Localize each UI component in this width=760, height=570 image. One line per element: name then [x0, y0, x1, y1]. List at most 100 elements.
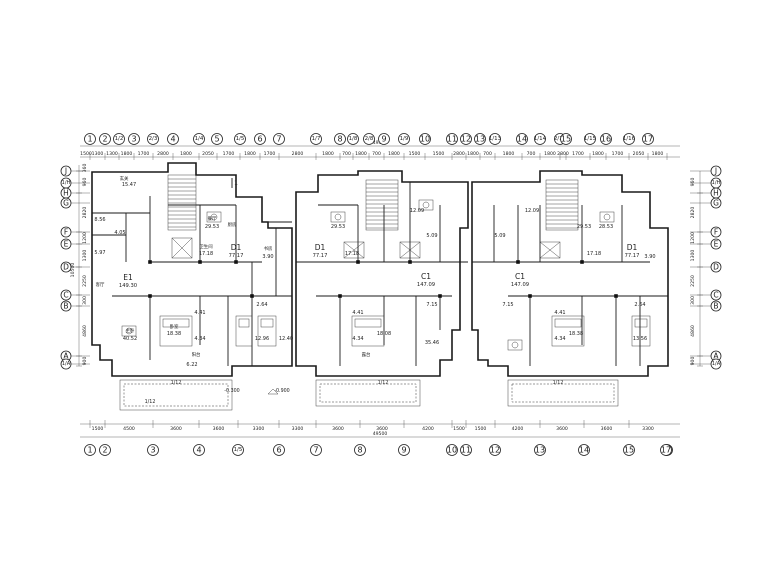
axis-bubble-top-label: 1/9	[400, 136, 409, 142]
table-chair	[125, 327, 133, 335]
unit-area: 147.09	[511, 282, 529, 288]
dim-top-value: 1300	[92, 151, 104, 157]
dim-top-value: 1800	[121, 151, 133, 157]
room-area: 4.41	[352, 310, 363, 316]
room-area: 40.52	[123, 336, 137, 342]
structural-column	[234, 260, 238, 264]
axis-bubble-bottom	[446, 444, 458, 456]
dim-bottom-value: 4200	[422, 426, 434, 432]
axis-bubble-right-label: E	[714, 240, 719, 249]
axis-bubble-bottom-label: 2	[102, 446, 107, 455]
axis-bubble-top-label: 13	[475, 135, 485, 144]
dim-top-value: 1700	[264, 151, 276, 157]
axis-bubble-right-label: A	[713, 352, 719, 361]
axis-bubble-top-label: 1/13	[489, 136, 502, 142]
axis-bubble-top-label: 1/2	[115, 136, 124, 142]
axis-bubble-right	[710, 238, 722, 250]
axis-bubble-top-label: 2/3	[149, 136, 158, 142]
axis-bubble-right	[710, 165, 722, 177]
dim-right-value: 1200	[690, 232, 696, 244]
room-area: 12.96	[255, 336, 269, 342]
axis-bubble-bottom-label: 3	[150, 446, 155, 455]
axis-bubble-top-label: 16	[601, 135, 611, 144]
dim-top-value: 1800	[322, 151, 334, 157]
axis-bubble-bottom-label: 10	[447, 446, 457, 455]
dim-bottom-value: 3600	[376, 426, 388, 432]
axis-bubble-left	[60, 165, 72, 177]
axis-bubble-right	[710, 300, 722, 312]
axis-bubble-top	[419, 133, 431, 145]
axis-bubble-bottom	[147, 444, 159, 456]
axis-bubble-left-label: G	[63, 199, 69, 208]
room-name: 卫生间	[199, 243, 212, 250]
room-area: 6.22	[186, 362, 197, 368]
room-area: 4.34	[554, 336, 565, 342]
axis-bubble-left	[60, 289, 72, 301]
axis-bubble-top	[460, 133, 472, 145]
axis-bubble-right	[710, 289, 722, 301]
room-area: 17.18	[587, 251, 601, 257]
room-name: 主卧	[126, 327, 135, 334]
dim-top-value: 1300	[106, 151, 118, 157]
room-area: 3.90	[262, 254, 273, 260]
axis-bubble-right-label: 1/A	[712, 361, 721, 367]
axis-bubble-right	[710, 358, 722, 370]
axis-bubble-top	[193, 133, 205, 145]
axis-bubble-top-label: 17	[643, 135, 653, 144]
pillow	[554, 318, 582, 328]
entrance-ramp	[123, 383, 229, 407]
room-area: 18.38	[167, 331, 181, 337]
room-area: 15.47	[122, 182, 136, 188]
dim-bottom-value: 3600	[556, 426, 568, 432]
axis-bubble-top-label: 4	[170, 135, 175, 144]
axis-bubble-top-label: 1/16	[623, 136, 636, 142]
axis-bubble-bottom-label: 11	[461, 446, 471, 455]
room-labels: E1149.30D177.17D177.17C1147.09C1147.09D1…	[94, 175, 655, 405]
elevator-shaft	[343, 241, 365, 259]
elevation-mark: -0.300	[224, 388, 239, 394]
dim-top-value: 1800	[467, 151, 479, 157]
unit-name: D1	[315, 243, 326, 252]
room-area: 18.38	[569, 331, 583, 337]
exterior-wall	[91, 162, 293, 377]
entrance-ramp	[319, 383, 417, 403]
axis-bubble-left-label: J	[64, 167, 67, 176]
entrance-ramp	[511, 383, 615, 403]
dim-top-value: 1800	[244, 151, 256, 157]
elevator-cross	[539, 241, 561, 259]
dim-top-value: 2800	[453, 151, 465, 157]
axis-bubble-right-label: H	[713, 189, 719, 198]
axis-bubble-bottom-label: 12	[490, 446, 500, 455]
axis-bubble-bottom	[578, 444, 590, 456]
dim-left-value: 4860	[82, 325, 88, 337]
dim-top-value: 1500	[409, 151, 421, 157]
room-area: 2.64	[256, 302, 267, 308]
room-area: 5.09	[494, 233, 505, 239]
dim-bottom-value: 4200	[512, 426, 524, 432]
axis-bubble-right-label: C	[713, 291, 718, 300]
room-area: 4.05	[114, 230, 125, 236]
axis-bubble-left	[60, 358, 72, 370]
axis-bubble-top	[398, 133, 410, 145]
axis-bubble-bottom-label: 4	[196, 446, 201, 455]
stair-core	[167, 174, 197, 231]
dim-bottom-value: 3600	[170, 426, 182, 432]
room-area: 5.97	[94, 250, 105, 256]
room-area: 29.53	[577, 224, 591, 230]
entrance-platform	[315, 379, 421, 407]
pillow	[162, 318, 190, 328]
dining-table	[599, 211, 615, 223]
dim-bottom-total: 49500	[373, 431, 388, 437]
axis-bubble-top-label: 14	[517, 135, 527, 144]
axis-bubble-top-label: 1/8	[349, 136, 358, 142]
bed	[631, 315, 651, 347]
structural-column	[528, 294, 532, 298]
dim-top-value: 1700	[138, 151, 150, 157]
room-name: 书房	[264, 245, 273, 252]
axis-bubble-top	[211, 133, 223, 145]
ramp-slope: 1/12	[145, 399, 156, 405]
room-area: 12.09	[410, 208, 424, 214]
axis-bubble-top	[446, 133, 458, 145]
room-area: 3.90	[644, 254, 655, 260]
